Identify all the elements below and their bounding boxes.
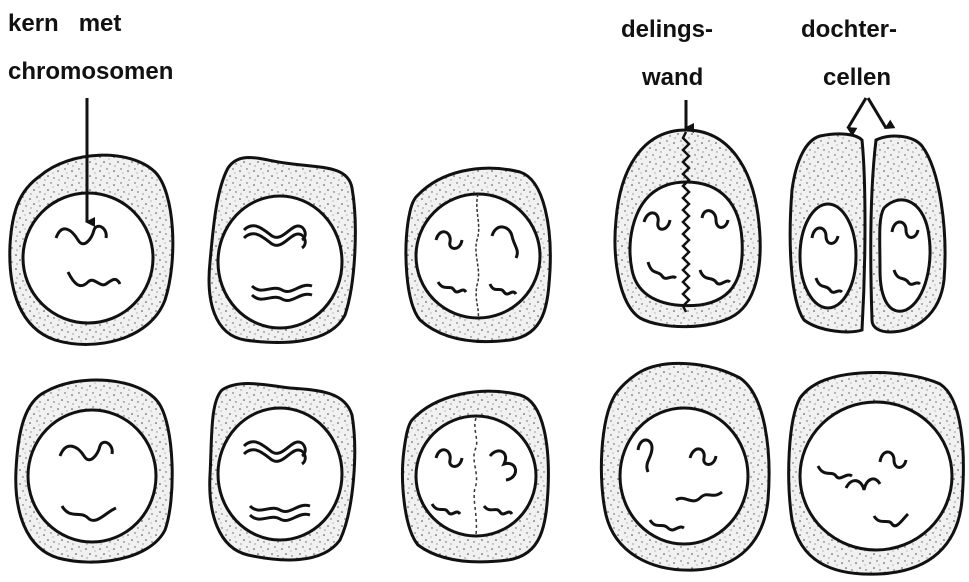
cell-bottom-2 bbox=[210, 384, 355, 560]
nucleus bbox=[28, 410, 156, 542]
cell-top-2 bbox=[209, 158, 355, 343]
nucleus bbox=[416, 416, 536, 536]
cell-top-5 bbox=[790, 98, 945, 332]
cell-top-3 bbox=[406, 168, 550, 341]
cell-bottom-4 bbox=[601, 363, 769, 570]
nucleus bbox=[620, 408, 748, 544]
cell-bottom-1 bbox=[16, 380, 172, 562]
nucleus bbox=[218, 196, 342, 328]
cell-top-4 bbox=[615, 100, 760, 327]
nucleus bbox=[880, 200, 930, 311]
cell-bottom-3 bbox=[403, 391, 549, 562]
nucleus bbox=[800, 204, 856, 308]
cell-bottom-5 bbox=[789, 372, 964, 574]
cell-top-1 bbox=[10, 155, 173, 344]
nucleus bbox=[416, 194, 540, 318]
arrow-daughter-right bbox=[868, 98, 886, 128]
nucleus bbox=[800, 402, 952, 550]
arrow-daughter-left bbox=[848, 98, 866, 128]
